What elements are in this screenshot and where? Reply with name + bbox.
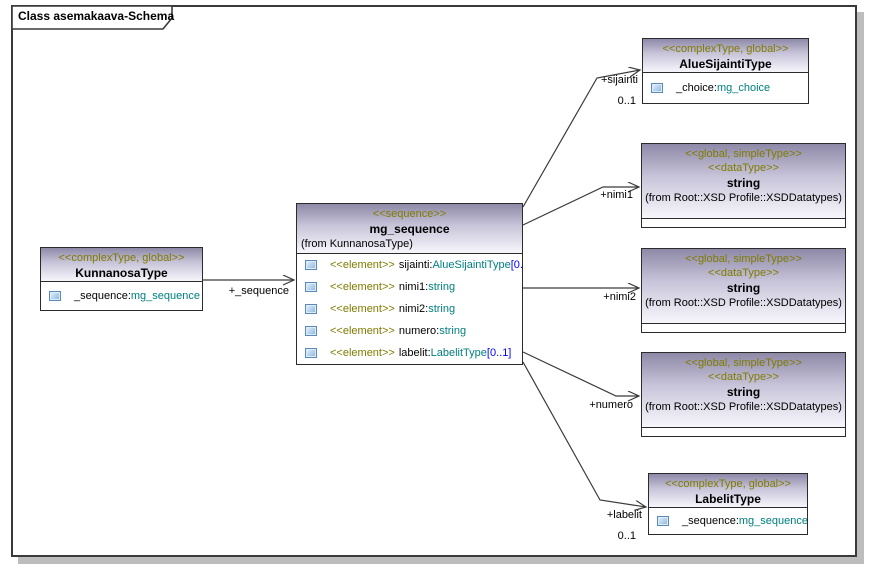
class-box-string-2[interactable]: <<global, simpleType>> <<dataType>> stri… bbox=[641, 248, 846, 333]
attribute-name: _choice: bbox=[676, 82, 717, 94]
class-stereotype: <<global, simpleType>> bbox=[685, 253, 802, 265]
class-stereotype: <<dataType>> bbox=[708, 371, 779, 383]
attribute-row[interactable]: <<element>> nimi2:string bbox=[297, 298, 522, 320]
connector-label-nimi2: +nimi2 bbox=[603, 291, 636, 303]
class-header: <<global, simpleType>> <<dataType>> stri… bbox=[642, 144, 845, 218]
class-stereotype: <<global, simpleType>> bbox=[685, 357, 802, 369]
class-stereotype: <<complexType, global>> bbox=[58, 252, 185, 264]
attribute-cardinality: [0..1] bbox=[510, 259, 522, 271]
attribute-name: sijainti: bbox=[398, 259, 433, 271]
class-from: (from KunnanosaType) bbox=[301, 238, 413, 250]
class-box-string-1[interactable]: <<global, simpleType>> <<dataType>> stri… bbox=[641, 143, 846, 228]
attribute-row[interactable]: <<element>> numero:string bbox=[297, 320, 522, 342]
class-from: (from Root::XSD Profile::XSDDatatypes) bbox=[645, 192, 842, 204]
attribute-type: mg_sequence bbox=[738, 515, 807, 527]
class-name: mg_sequence bbox=[369, 222, 450, 236]
class-from: (from Root::XSD Profile::XSDDatatypes) bbox=[645, 297, 842, 309]
class-header: <<sequence>> mg_sequence (from Kunnanosa… bbox=[297, 204, 522, 254]
class-body: <<element>> sijainti:AlueSijaintiType[0.… bbox=[297, 254, 522, 364]
attribute-row[interactable]: <<element>> nimi1:string bbox=[297, 276, 522, 298]
class-stereotype: <<complexType, global>> bbox=[665, 478, 791, 490]
class-stereotype: <<sequence>> bbox=[372, 208, 447, 220]
attribute-row[interactable]: <<element>> labelit:LabelitType[0..1] bbox=[297, 342, 522, 364]
connector-label-sijainti: +sijainti bbox=[601, 74, 638, 86]
class-box-aluesijaintitype[interactable]: <<complexType, global>> AlueSijaintiType… bbox=[642, 38, 809, 104]
class-name: string bbox=[726, 176, 761, 190]
class-body: _choice:mg_choice bbox=[643, 73, 808, 103]
connector-label-numero: +numero bbox=[589, 399, 633, 411]
attribute-icon bbox=[305, 282, 317, 292]
attribute-type: mg_choice bbox=[716, 82, 771, 94]
connector-label-labelit: +labelit bbox=[606, 509, 642, 521]
class-header: <<complexType, global>> AlueSijaintiType bbox=[643, 39, 808, 73]
class-body bbox=[642, 323, 845, 332]
attribute-name: numero: bbox=[398, 325, 440, 337]
attribute-row[interactable]: _choice:mg_choice bbox=[643, 77, 808, 99]
class-name: string bbox=[726, 281, 761, 295]
connector-label-nimi1: +nimi1 bbox=[600, 189, 633, 201]
class-name: AlueSijaintiType bbox=[679, 57, 772, 71]
attribute-name: nimi2: bbox=[398, 303, 429, 315]
class-name: string bbox=[726, 385, 761, 399]
attribute-icon bbox=[305, 348, 317, 358]
class-stereotype: <<complexType, global>> bbox=[662, 43, 789, 55]
attribute-type: LabelitType bbox=[430, 347, 487, 359]
attribute-stereotype: <<element>> bbox=[330, 347, 395, 359]
class-header: <<global, simpleType>> <<dataType>> stri… bbox=[642, 249, 845, 323]
class-box-kunnanosatype[interactable]: <<complexType, global>> KunnanosaType _s… bbox=[40, 247, 203, 311]
attribute-cardinality: [0..1] bbox=[486, 347, 512, 359]
class-header: <<complexType, global>> LabelitType bbox=[649, 474, 807, 508]
diagram-title: Class asemakaava-Schema bbox=[18, 9, 175, 23]
connector-cardinality-labelit: 0..1 bbox=[617, 530, 636, 542]
attribute-name: labelit: bbox=[398, 347, 431, 359]
attribute-type: string bbox=[439, 325, 467, 337]
class-box-string-3[interactable]: <<global, simpleType>> <<dataType>> stri… bbox=[641, 352, 846, 437]
attribute-type: AlueSijaintiType bbox=[432, 259, 511, 271]
attribute-icon bbox=[49, 291, 61, 301]
class-box-mg-sequence[interactable]: <<sequence>> mg_sequence (from Kunnanosa… bbox=[296, 203, 523, 365]
attribute-icon bbox=[305, 304, 317, 314]
attribute-type: mg_sequence bbox=[130, 290, 200, 302]
attribute-name: _sequence: bbox=[74, 290, 131, 302]
attribute-stereotype: <<element>> bbox=[330, 281, 395, 293]
attribute-stereotype: <<element>> bbox=[330, 259, 395, 271]
class-stereotype: <<global, simpleType>> bbox=[685, 148, 802, 160]
class-body: _sequence:mg_sequence bbox=[41, 282, 202, 310]
class-box-labelittype[interactable]: <<complexType, global>> LabelitType _seq… bbox=[648, 473, 808, 535]
class-from: (from Root::XSD Profile::XSDDatatypes) bbox=[645, 401, 842, 413]
attribute-name: _sequence: bbox=[682, 515, 739, 527]
attribute-name: nimi1: bbox=[398, 281, 429, 293]
attribute-row[interactable]: _sequence:mg_sequence bbox=[649, 510, 807, 532]
attribute-type: string bbox=[428, 303, 456, 315]
connector-cardinality-sijainti: 0..1 bbox=[617, 95, 636, 107]
attribute-type: string bbox=[428, 281, 456, 293]
attribute-row[interactable]: _sequence:mg_sequence bbox=[41, 285, 202, 307]
attribute-icon bbox=[305, 260, 317, 270]
class-name: KunnanosaType bbox=[75, 266, 168, 280]
class-header: <<global, simpleType>> <<dataType>> stri… bbox=[642, 353, 845, 427]
attribute-icon bbox=[305, 326, 317, 336]
class-body bbox=[642, 427, 845, 436]
attribute-stereotype: <<element>> bbox=[330, 303, 395, 315]
attribute-row[interactable]: <<element>> sijainti:AlueSijaintiType[0.… bbox=[297, 254, 522, 276]
attribute-icon bbox=[657, 516, 669, 526]
attribute-stereotype: <<element>> bbox=[330, 325, 395, 337]
class-body bbox=[642, 218, 845, 227]
class-body: _sequence:mg_sequence bbox=[649, 508, 807, 534]
class-name: LabelitType bbox=[695, 492, 761, 506]
connector-label-sequence: +_sequence bbox=[228, 285, 289, 297]
class-stereotype: <<dataType>> bbox=[708, 267, 779, 279]
class-header: <<complexType, global>> KunnanosaType bbox=[41, 248, 202, 282]
attribute-icon bbox=[651, 83, 663, 93]
class-stereotype: <<dataType>> bbox=[708, 162, 779, 174]
